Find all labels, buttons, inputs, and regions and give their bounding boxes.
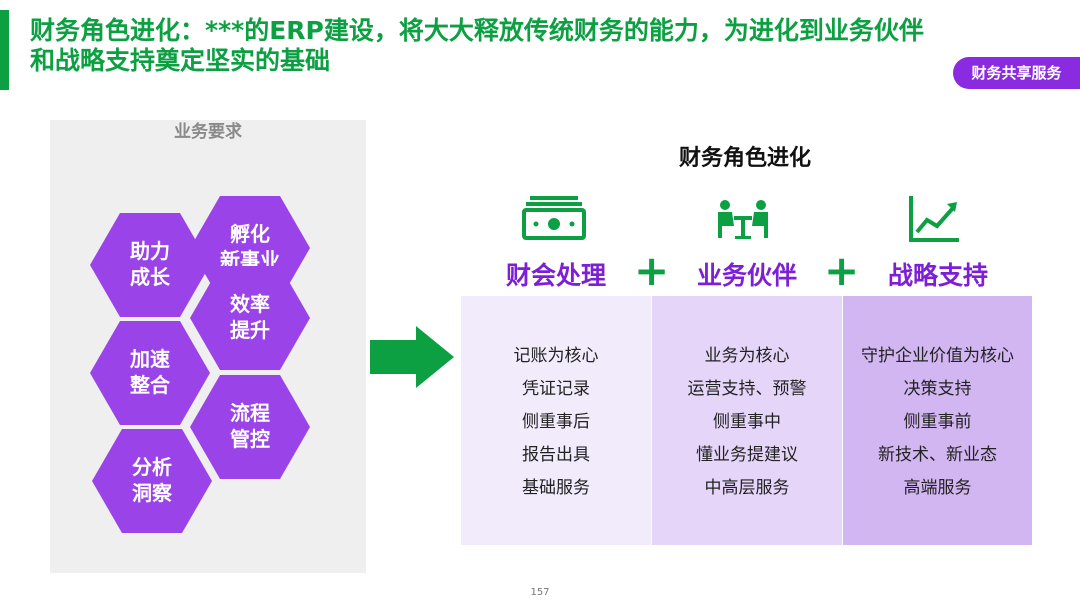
meeting-icon — [718, 200, 768, 239]
list-item: 基础服务 — [522, 478, 590, 498]
page-title: 财务角色进化：***的ERP建设，将大大释放传统财务的能力，为进化到业务伙伴 和… — [30, 16, 1010, 76]
growth-chart-icon — [909, 196, 959, 242]
hex-analysis-insight: 分析 洞察 — [92, 429, 212, 533]
list-item: 高端服务 — [903, 478, 972, 498]
heading-strategic-support: 战略支持 — [887, 261, 988, 290]
heading-business-partner: 业务伙伴 — [696, 261, 797, 290]
list-item: 决策支持 — [903, 379, 972, 399]
hex-label-line2: 成长 — [130, 265, 171, 289]
hex-label-line1: 孵化 — [230, 222, 270, 246]
hex-label-line1: 效率 — [230, 292, 270, 316]
hex-label-line1: 助力 — [130, 239, 170, 263]
hex-label-line1: 分析 — [132, 455, 172, 479]
hex-label-line2: 提升 — [230, 318, 270, 342]
heading-accounting-processing: 财会处理 — [505, 261, 606, 290]
list-item: 新技术、新业态 — [878, 445, 997, 465]
page-number: 157 — [530, 587, 550, 598]
hex-label-line2: 管控 — [230, 427, 270, 451]
list-item: 侧重事前 — [903, 412, 972, 432]
list-item: 守护企业价值为核心 — [861, 346, 1014, 366]
business-requirements-title: 业务要求 — [174, 122, 242, 142]
list-item: 懂业务提建议 — [696, 445, 798, 465]
money-icon — [522, 196, 586, 240]
item-list: 记账为核心 凭证记录 侧重事后 报告出具 基础服务 — [461, 340, 651, 505]
list-item: 运营支持、预警 — [687, 379, 807, 399]
column-strategic-support: 守护企业价值为核心 决策支持 侧重事前 新技术、新业态 高端服务 — [843, 296, 1032, 545]
hex-label-line1: 加速 — [129, 347, 170, 371]
hex-label-line1: 流程 — [230, 401, 270, 425]
title-line-1: 财务角色进化：***的ERP建设，将大大释放传统财务的能力，为进化到业务伙伴 — [30, 16, 924, 45]
list-item: 凭证记录 — [522, 379, 590, 399]
title-line-2: 和战略支持奠定坚实的基础 — [30, 46, 331, 75]
column-accounting-processing: 记账为核心 凭证记录 侧重事后 报告出具 基础服务 — [461, 296, 651, 545]
list-item: 报告出具 — [522, 445, 590, 465]
section-badge: 财务共享服务 — [953, 57, 1080, 89]
item-list: 守护企业价值为核心 决策支持 侧重事前 新技术、新业态 高端服务 — [843, 340, 1032, 505]
hex-process-control: 流程 管控 — [190, 375, 310, 479]
plus-sign: + — [634, 246, 670, 295]
hex-accelerate-integration: 加速 整合 — [90, 321, 210, 425]
column-business-partner: 业务为核心 运营支持、预警 侧重事中 懂业务提建议 中高层服务 — [652, 296, 842, 545]
hex-efficiency-improvement: 效率 提升 — [190, 266, 310, 370]
business-requirements-panel: 业务要求 孵化 新事业 助力 成长 效率 提升 加速 整合 流程 管控 — [50, 120, 366, 573]
list-item: 侧重事后 — [522, 412, 590, 432]
list-item: 中高层服务 — [704, 478, 790, 498]
list-item: 侧重事中 — [713, 412, 781, 432]
requirement-hexagons: 孵化 新事业 助力 成长 效率 提升 加速 整合 流程 管控 分析 洞察 — [90, 196, 310, 533]
hex-label-line2: 洞察 — [132, 481, 173, 505]
title-accent-bar — [0, 10, 9, 90]
right-arrow-icon — [370, 326, 454, 388]
plus-sign: + — [824, 246, 860, 295]
list-item: 记账为核心 — [513, 346, 599, 366]
item-list: 业务为核心 运营支持、预警 侧重事中 懂业务提建议 中高层服务 — [652, 340, 842, 505]
list-item: 业务为核心 — [704, 346, 790, 366]
hex-boost-growth: 助力 成长 — [90, 213, 210, 317]
hex-label-line2: 整合 — [129, 373, 171, 397]
evolution-title: 财务角色进化 — [678, 146, 811, 171]
